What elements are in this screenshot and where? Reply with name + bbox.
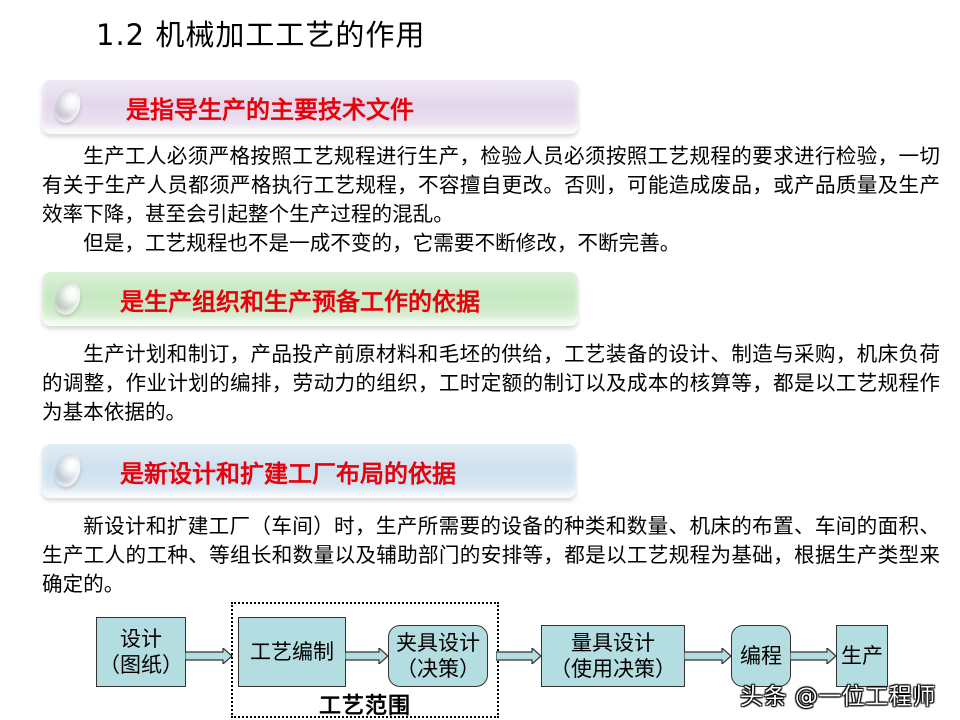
arrow-right-icon — [684, 648, 732, 664]
arrow-right-icon — [496, 648, 542, 664]
section-heading-2: 是生产组织和生产预备工作的依据 — [120, 288, 480, 316]
section-body-2: 生产计划和制订，产品投产前原材料和毛坯的供给，工艺装备的设计、制造与采购，机床负… — [42, 340, 940, 427]
paragraph: 生产计划和制订，产品投产前原材料和毛坯的供给，工艺装备的设计、制造与采购，机床负… — [42, 342, 940, 424]
flow-node-line1: 量具设计 — [571, 631, 655, 655]
flow-node-line1: 工艺编制 — [250, 640, 334, 664]
section-heading-1: 是指导生产的主要技术文件 — [126, 96, 414, 124]
section-heading-3: 是新设计和扩建工厂布局的依据 — [120, 460, 456, 488]
water-drop-icon — [51, 450, 85, 490]
flow-node-line2: （图纸） — [99, 653, 183, 677]
flow-node-fixture-design: 夹具设计 （决策） — [388, 625, 488, 687]
flow-node-process-planning: 工艺编制 — [238, 617, 346, 687]
water-drop-icon — [51, 86, 85, 126]
flow-node-programming: 编程 — [731, 625, 791, 687]
page-title: 1.2 机械加工工艺的作用 — [96, 18, 426, 52]
arrow-right-icon — [345, 648, 389, 664]
flow-node-line2: （使用决策） — [550, 657, 676, 681]
paragraph: 生产工人必须严格按照工艺规程进行生产，检验人员必须按照工艺规程的要求进行检验，一… — [42, 144, 940, 226]
arrow-right-icon — [185, 648, 233, 664]
flow-node-line1: 夹具设计 — [396, 631, 480, 655]
section-body-1: 生产工人必须严格按照工艺规程进行生产，检验人员必须按照工艺规程的要求进行检验，一… — [42, 142, 940, 258]
flow-node-line1: 设计 — [120, 627, 162, 651]
paragraph: 新设计和扩建工厂（车间）时，生产所需要的设备的种类和数量、机床的布置、车间的面积… — [42, 514, 940, 596]
flow-node-gauge-design: 量具设计 （使用决策） — [541, 625, 685, 687]
arrow-right-icon — [790, 648, 837, 664]
section-body-3: 新设计和扩建工厂（车间）时，生产所需要的设备的种类和数量、机床的布置、车间的面积… — [42, 512, 940, 599]
paragraph: 但是，工艺规程也不是一成不变的，它需要不断修改，不断完善。 — [83, 231, 681, 255]
process-scope-label: 工艺范围 — [318, 694, 411, 719]
flow-node-production: 生产 — [836, 625, 888, 687]
process-scope-boundary: 工艺范围 — [231, 602, 499, 719]
flow-node-design: 设计 （图纸） — [96, 617, 186, 687]
water-drop-icon — [51, 278, 85, 318]
flow-node-line1: 生产 — [841, 644, 883, 668]
section-heading-band-3: 是新设计和扩建工厂布局的依据 — [42, 444, 576, 498]
flow-node-line1: 编程 — [740, 644, 782, 668]
section-heading-band-2: 是生产组织和生产预备工作的依据 — [42, 272, 578, 326]
watermark: 头条 @一位工程师 — [740, 684, 936, 710]
section-heading-band-1: 是指导生产的主要技术文件 — [42, 80, 578, 134]
flow-node-line2: （决策） — [396, 657, 480, 681]
